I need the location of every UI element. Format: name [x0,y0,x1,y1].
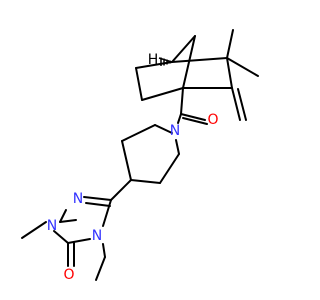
bond [130,179,161,184]
bond [135,67,143,101]
bond [226,57,259,77]
bond [102,243,106,258]
bond [53,230,69,244]
bond [135,61,173,69]
bond [171,57,228,63]
bond [180,113,206,121]
atom-label-n-triazole-1: N [47,218,57,234]
molecule-structure: N O N N N O H [0,0,300,300]
bond [83,196,112,201]
atom-label-o-carbonyl: O [207,112,218,128]
piperidine-ring [121,124,180,184]
bond [85,202,111,207]
background [0,0,300,300]
bond [237,88,247,121]
bond [121,140,132,181]
bond [154,124,173,134]
bond [59,219,77,223]
atom-label-o-triazolone: O [63,267,74,283]
bond [95,256,106,281]
atom-label-n-triazole-4: N [92,228,102,244]
bond [180,87,184,115]
atom-label-n-amide: N [170,123,180,139]
triazolone-ring [21,196,112,281]
bond [175,139,180,155]
bond [110,179,132,201]
amide-group [177,87,208,125]
bond [182,35,196,89]
bond [141,87,184,101]
bond [67,238,91,244]
atom-label-h-stereo: H [148,52,159,68]
bond [159,153,180,184]
bond [121,124,156,142]
bond [226,29,234,59]
atom-label-n-triazole-2: N [73,191,83,207]
bicyclic-core [135,29,259,121]
bond [171,35,196,63]
bond [182,117,208,125]
bond [59,209,67,223]
bond [226,57,233,89]
bond [102,199,112,227]
bond [231,87,241,121]
bond [21,221,47,239]
stereo-hash-bond [158,57,173,66]
bond [177,113,182,124]
